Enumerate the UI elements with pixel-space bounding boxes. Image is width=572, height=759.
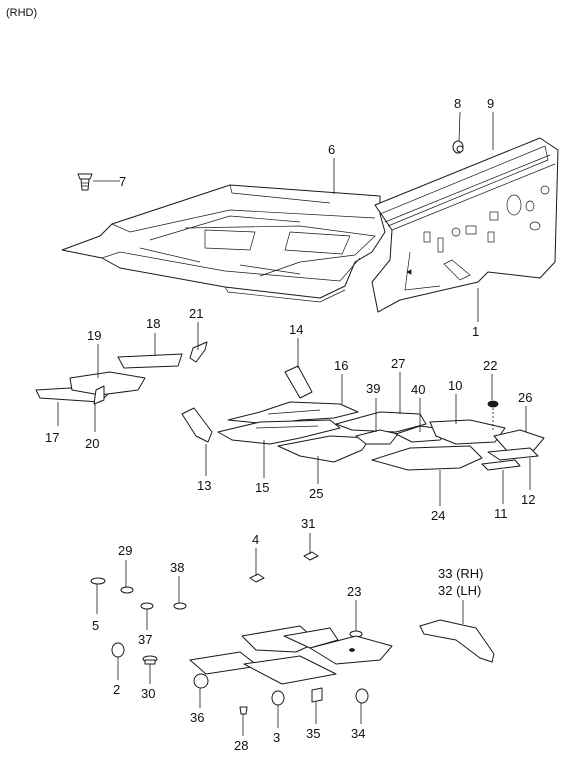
callout-23: 23: [347, 584, 361, 599]
callout-14: 14: [289, 322, 303, 337]
pad-26-part: [493, 429, 545, 453]
callout-17: 17: [45, 430, 59, 445]
callout-22: 22: [483, 358, 497, 373]
callout-38: 38: [170, 560, 184, 575]
callout-20: 20: [85, 436, 99, 451]
callout-12: 12: [521, 492, 535, 507]
pad-18-part: [117, 353, 183, 369]
pad-14-part: [284, 365, 313, 399]
clip-4-part: [249, 573, 265, 583]
plug-38-part: [173, 602, 187, 610]
callout-1: 1: [472, 324, 479, 339]
callout-29: 29: [118, 543, 132, 558]
callout-7: 7: [119, 174, 126, 189]
floor-pan-assembly: [61, 184, 386, 303]
pad-11-part: [481, 459, 521, 471]
clip-22-part: [487, 400, 499, 432]
clip-31-part: [303, 551, 319, 561]
pad-13-part: [181, 407, 213, 443]
callout-10: 10: [448, 378, 462, 393]
callout-19: 19: [87, 328, 101, 343]
callout-8: 8: [454, 96, 461, 111]
plug-30-part: [142, 655, 158, 665]
callout-36: 36: [190, 710, 204, 725]
pad-20-part: [93, 385, 105, 405]
callout-27: 27: [391, 356, 405, 371]
callout-13: 13: [197, 478, 211, 493]
callout-32: 32 (LH): [438, 583, 481, 598]
callout-35: 35: [306, 726, 320, 741]
pad-19-part: [69, 371, 146, 396]
callout-18: 18: [146, 316, 160, 331]
pad-24-part: [371, 445, 483, 471]
callout-2: 2: [113, 682, 120, 697]
callout-3: 3: [273, 730, 280, 745]
plug-28-part: [239, 706, 248, 715]
plug-2-part: [111, 642, 125, 658]
tag-35-part: [311, 687, 323, 703]
pad-27-part: [335, 411, 427, 433]
callout-30: 30: [141, 686, 155, 701]
callout-28: 28: [234, 738, 248, 753]
pad-12-part: [487, 447, 539, 461]
plug-29-part: [120, 586, 134, 594]
pad-10-part: [429, 419, 506, 445]
leader-lines: [57, 111, 531, 736]
clip-7-part: [77, 173, 93, 191]
plug-37-part: [140, 602, 154, 610]
callout-9: 9: [487, 96, 494, 111]
callout-6: 6: [328, 142, 335, 157]
callout-40: 40: [411, 382, 425, 397]
variant-label: (RHD): [6, 7, 37, 19]
plug-34-part: [355, 688, 369, 704]
callout-15: 15: [255, 480, 269, 495]
bottom-mat-group: [189, 625, 393, 685]
grommet-8-part: [452, 140, 464, 154]
callout-34: 34: [351, 726, 365, 741]
callout-31: 31: [301, 516, 315, 531]
callout-37: 37: [138, 632, 152, 647]
dash-panel-assembly: [371, 137, 559, 313]
callout-33: 33 (RH): [438, 566, 484, 581]
side-trim-32-33-part: [419, 619, 495, 663]
callout-5: 5: [92, 618, 99, 633]
callout-26: 26: [518, 390, 532, 405]
callout-labels: 8 9 6 7 1 18 19 21 17 20 14 16 27 39 40 …: [45, 96, 535, 753]
plug-3-part: [271, 690, 285, 706]
callout-39: 39: [366, 381, 380, 396]
pad-15-part: [217, 419, 341, 445]
callout-24: 24: [431, 508, 445, 523]
pad-21-part: [189, 341, 208, 363]
callout-11: 11: [494, 506, 508, 521]
plug-36-part: [193, 673, 209, 689]
plug-5-part: [90, 577, 106, 585]
callout-4: 4: [252, 532, 259, 547]
callout-16: 16: [334, 358, 348, 373]
callout-21: 21: [189, 306, 203, 321]
pad-25-part: [277, 435, 371, 463]
callout-25: 25: [309, 486, 323, 501]
